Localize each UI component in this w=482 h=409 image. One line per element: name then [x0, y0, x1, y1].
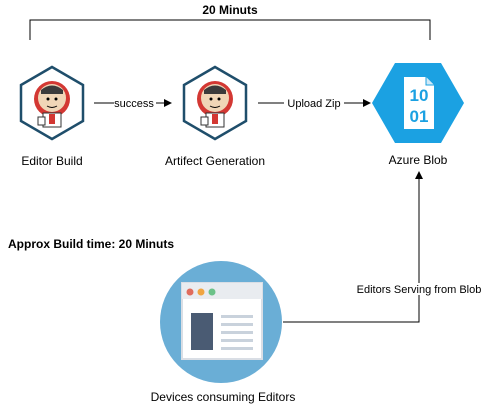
edge-serving-label: Editors Serving from Blob: [357, 284, 482, 296]
edge-success-label: success: [114, 98, 154, 110]
edge-devices-to-blob: Editors Serving from Blob: [283, 171, 482, 323]
top-bracket-label: 20 Minuts: [202, 3, 258, 17]
artifact-generation-label: Artifect Generation: [165, 154, 265, 168]
edge-upload-zip-label: Upload Zip: [287, 98, 340, 110]
jenkins-icon: [19, 65, 85, 141]
devices-node: Devices consuming Editors: [151, 261, 296, 404]
azure-blob-label: Azure Blob: [389, 153, 448, 167]
edge-build-to-artifact: success: [94, 97, 172, 110]
editor-build-label: Editor Build: [21, 154, 82, 168]
artifact-generation-node: Artifect Generation: [165, 65, 265, 168]
blob-glyph-line2: 01: [410, 107, 429, 126]
jenkins-icon: [182, 65, 248, 141]
azure-blob-node: 10 01 Azure Blob: [372, 63, 464, 167]
top-bracket: [29, 19, 431, 40]
devices-label: Devices consuming Editors: [151, 390, 296, 404]
blob-glyph-line1: 10: [410, 86, 429, 105]
build-time-note: Approx Build time: 20 Minuts: [8, 237, 174, 251]
azure-blob-icon: 10 01: [372, 63, 464, 143]
browser-window-icon: [181, 282, 263, 360]
edge-artifact-to-blob: Upload Zip: [258, 97, 371, 110]
editor-build-node: Editor Build: [19, 65, 85, 168]
